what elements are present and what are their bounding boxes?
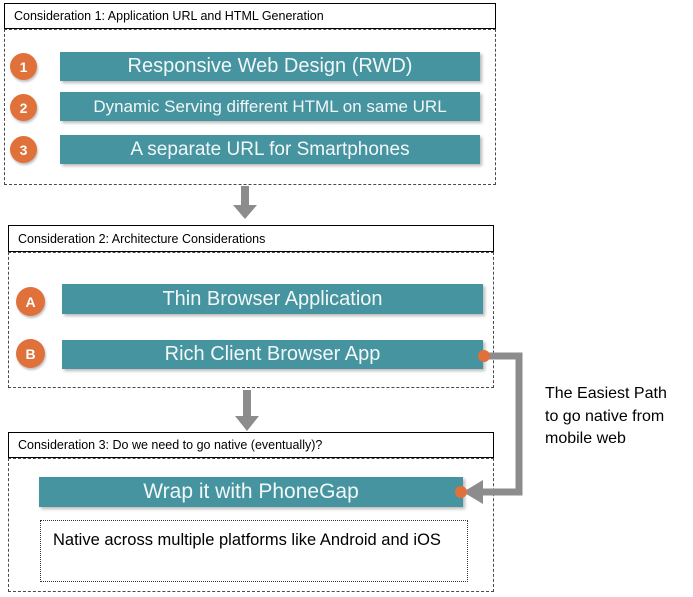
section-2-title: Consideration 2: Architecture Considerat… [18, 231, 266, 246]
option-bar-rich-client: Rich Client Browser App [62, 340, 483, 369]
badge-b-label: B [25, 345, 36, 362]
down-arrow-icon [235, 390, 259, 431]
section-2-body [8, 252, 494, 388]
badge-b: B [16, 339, 45, 368]
native-platforms-note: Native across multiple platforms like An… [40, 520, 468, 582]
native-platforms-note-text: Native across multiple platforms like An… [53, 531, 441, 549]
section-1-body [4, 29, 496, 185]
section-3-title: Consideration 3: Do we need to go native… [18, 438, 323, 452]
option-bar-separate-url-label: A separate URL for Smartphones [130, 138, 410, 160]
badge-2-label: 2 [19, 99, 28, 116]
badge-a: A [16, 287, 45, 316]
option-bar-thin-browser: Thin Browser Application [62, 284, 483, 314]
option-bar-rich-client-label: Rich Client Browser App [164, 343, 381, 365]
option-bar-separate-url: A separate URL for Smartphones [60, 135, 480, 164]
down-arrow-icon [233, 186, 257, 219]
easiest-path-annotation-line-1: The Easiest Path [545, 385, 667, 402]
option-bar-rwd-label: Responsive Web Design (RWD) [127, 55, 413, 77]
easiest-path-annotation-line-2: to go native from [545, 407, 665, 425]
easiest-path-annotation: The Easiest Path to go native from mobil… [545, 383, 693, 451]
option-bar-rwd: Responsive Web Design (RWD) [60, 52, 480, 81]
option-bar-dynamic-serving-label: Dynamic Serving different HTML on same U… [93, 96, 447, 116]
badge-3: 3 [10, 136, 37, 163]
option-bar-phonegap-label: Wrap it with PhoneGap [143, 480, 359, 503]
section-1-header: Consideration 1: Application URL and HTM… [4, 3, 496, 29]
section-3-header: Consideration 3: Do we need to go native… [8, 432, 494, 458]
option-bar-phonegap: Wrap it with PhoneGap [39, 477, 463, 507]
badge-a-label: A [25, 293, 36, 310]
badge-1: 1 [10, 53, 37, 80]
section-3-body [8, 458, 494, 592]
option-bar-thin-browser-label: Thin Browser Application [162, 287, 383, 310]
section-2-header: Consideration 2: Architecture Considerat… [8, 225, 494, 252]
badge-2: 2 [10, 94, 37, 121]
option-bar-dynamic-serving: Dynamic Serving different HTML on same U… [60, 92, 480, 121]
section-1-title: Consideration 1: Application URL and HTM… [14, 9, 324, 23]
badge-1-label: 1 [19, 58, 28, 75]
badge-3-label: 3 [19, 141, 28, 158]
easiest-path-annotation-line-3: mobile web [545, 430, 626, 447]
